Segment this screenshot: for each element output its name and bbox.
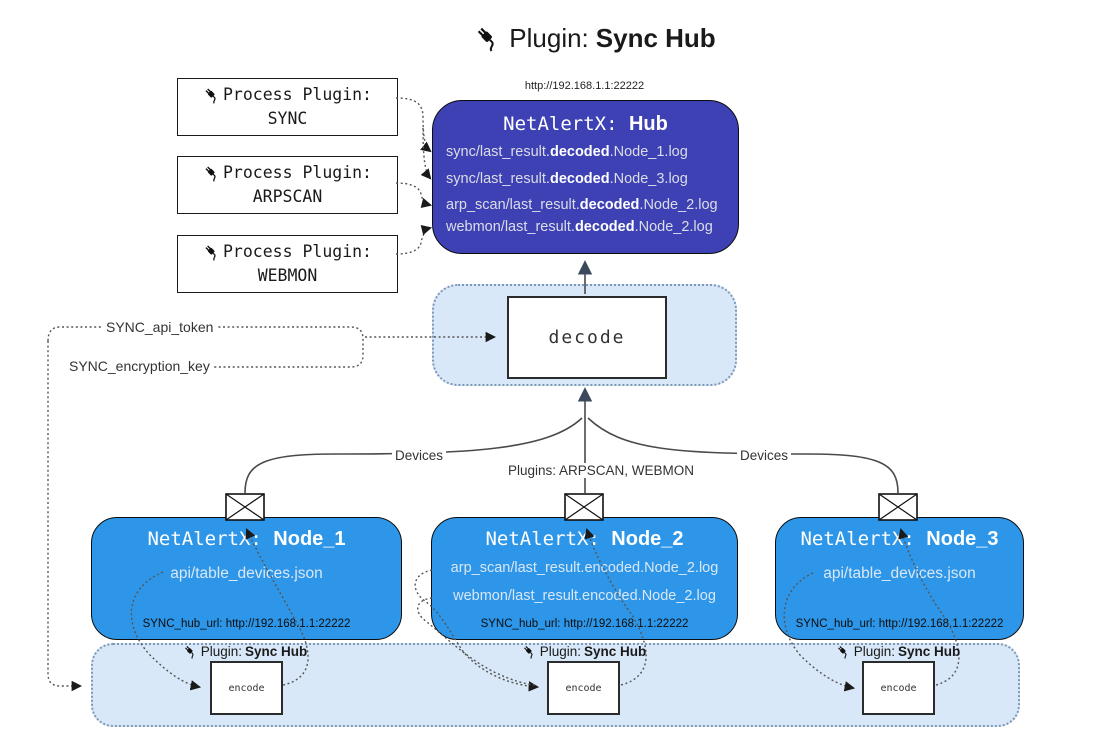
title-name: Sync Hub: [595, 22, 716, 53]
edge-arpscan-to-hub: [395, 182, 433, 209]
encode-label: encode: [880, 682, 917, 694]
node-hub-url: SYNC_hub_url: http://192.168.1.1:22222: [795, 618, 1004, 630]
process-plugin-name: ARPSCAN: [252, 187, 323, 206]
node-file: api/table_devices.json: [170, 565, 323, 582]
encode-plugin-label: Plugin:Sync Hub: [813, 644, 983, 659]
plug-icon: [205, 88, 216, 104]
page-title: Plugin: Sync Hub: [430, 18, 760, 58]
encode-label: encode: [228, 682, 265, 694]
title-prefix: Plugin:: [509, 22, 589, 53]
node-file: webmon/last_result.encoded.Node_2.log: [453, 588, 716, 604]
process-plugin-name: SYNC: [267, 109, 308, 128]
edge-key-to-band: [47, 341, 83, 692]
edge-sync-to-hub-2: [420, 127, 432, 180]
process-plugin-label: Process Plugin:: [222, 242, 372, 261]
node-file: api/table_devices.json: [823, 565, 976, 582]
encode-plugin-label: Plugin:Sync Hub: [499, 644, 669, 659]
decode-box: decode: [507, 296, 667, 379]
edge-webmon-to-hub: [395, 224, 433, 255]
node-2: NetAlertX: Node_2 arp_scan/last_result.e…: [431, 517, 738, 640]
plug-icon: [184, 646, 194, 659]
hub-log-row: sync/last_result.decoded.Node_1.log: [446, 144, 688, 160]
node-3: NetAlertX: Node_3 api/table_devices.json…: [775, 517, 1024, 640]
sync-encryption-key-label: SYNC_encryption_key: [66, 358, 213, 374]
plugins-edge-label: Plugins: ARPSCAN, WEBMON: [505, 463, 698, 478]
plug-icon: [523, 646, 533, 659]
process-plugin-arpscan: Process Plugin: ARPSCAN: [177, 156, 398, 214]
envelope-icon: [878, 493, 918, 521]
hub-log-row: webmon/last_result.decoded.Node_2.log: [446, 219, 713, 235]
sync-api-token-label: SYNC_api_token: [103, 319, 217, 335]
encode-box: encode: [547, 661, 620, 715]
node-title: NetAlertX: Node_2: [485, 528, 684, 550]
node-file: arp_scan/last_result.encoded.Node_2.log: [450, 560, 719, 576]
node-title: NetAlertX: Node_3: [800, 528, 999, 550]
hub-url: http://192.168.1.1:22222: [524, 80, 645, 92]
process-plugin-label: Process Plugin:: [222, 163, 372, 182]
edge-sync-to-hub-1: [395, 97, 432, 153]
hub-log-row: sync/last_result.decoded.Node_3.log: [446, 171, 688, 187]
process-plugin-name: WEBMON: [257, 266, 318, 285]
encode-label: encode: [565, 682, 602, 694]
envelope-icon: [225, 493, 265, 521]
process-plugin-sync: Process Plugin: SYNC: [177, 78, 398, 136]
plug-icon: [478, 27, 494, 52]
plug-icon: [205, 166, 216, 182]
plug-icon: [837, 646, 847, 659]
node-hub-url: SYNC_hub_url: http://192.168.1.1:22222: [142, 618, 351, 630]
hub-title-prefix: NetAlertX:: [503, 113, 618, 135]
devices-edge-label: Devices: [392, 448, 447, 463]
encode-plugin-label: Plugin:Sync Hub: [160, 644, 330, 659]
encode-box: encode: [862, 661, 935, 715]
process-plugin-webmon: Process Plugin: WEBMON: [177, 235, 398, 293]
node-1: NetAlertX: Node_1 api/table_devices.json…: [91, 517, 402, 640]
node-hub-url: SYNC_hub_url: http://192.168.1.1:22222: [480, 618, 689, 630]
node-title: NetAlertX: Node_1: [147, 528, 346, 550]
hub-title: NetAlertX: Hub: [433, 113, 738, 136]
hub-log-row: arp_scan/last_result.decoded.Node_2.log: [446, 197, 718, 213]
plug-icon: [205, 245, 216, 261]
decode-label: decode: [548, 327, 626, 348]
encode-box: encode: [210, 661, 283, 715]
hub-node: NetAlertX: Hub sync/last_result.decoded.…: [432, 100, 739, 254]
hub-title-name: Hub: [628, 113, 668, 135]
envelope-icon: [564, 493, 604, 521]
devices-edge-label: Devices: [737, 448, 792, 463]
process-plugin-label: Process Plugin:: [222, 85, 372, 104]
